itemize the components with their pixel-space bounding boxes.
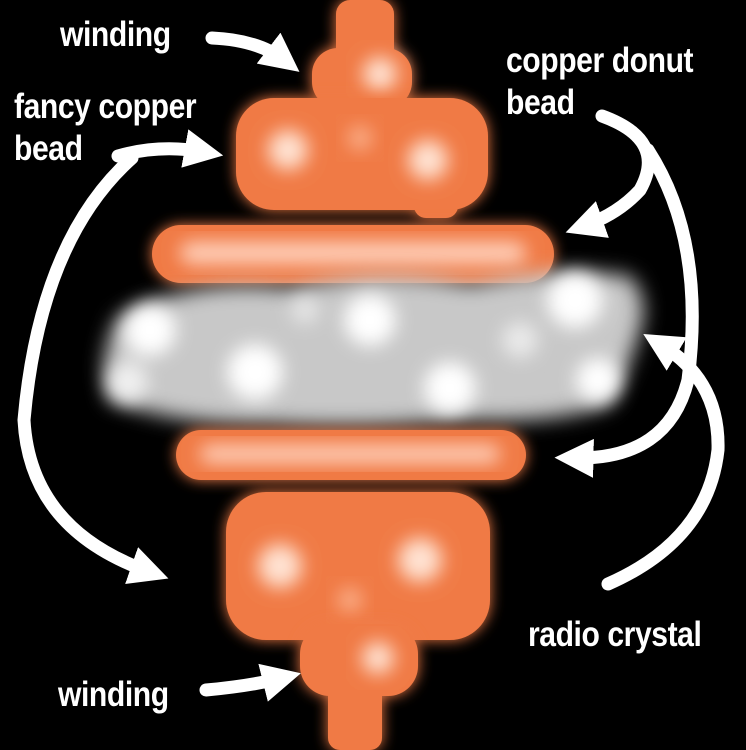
arrow-fancy-bead-bottom [17, 151, 169, 584]
annotation-arrows [17, 31, 725, 702]
copper-donut-bead-top [152, 225, 554, 283]
winding-wire-bottom [300, 624, 418, 750]
label-fancy-copper-bead-line1: fancy copper [14, 87, 197, 126]
label-radio-crystal: radio crystal [528, 615, 702, 654]
arrow-winding-top [205, 31, 300, 72]
arrow-donut-bead-top [565, 109, 655, 238]
radio-crystal [104, 272, 644, 427]
fancy-copper-bead-top [236, 98, 488, 218]
label-winding-top: winding [60, 15, 171, 54]
winding-wire-top [312, 0, 412, 108]
fancy-copper-bead-bottom [226, 492, 490, 640]
label-copper-donut-bead: copper donut bead [506, 40, 694, 124]
label-winding-bottom: winding [58, 675, 169, 714]
label-copper-donut-bead-line1: copper donut [506, 41, 694, 80]
arrow-radio-crystal [601, 333, 725, 591]
arrow-fancy-bead-top [111, 129, 224, 168]
arrow-winding-bottom [199, 663, 301, 702]
label-fancy-copper-bead-line2: bead [14, 129, 83, 168]
label-fancy-copper-bead: fancy copper bead [14, 86, 197, 170]
copper-donut-bead-bottom [176, 430, 526, 480]
label-copper-donut-bead-line2: bead [506, 83, 575, 122]
